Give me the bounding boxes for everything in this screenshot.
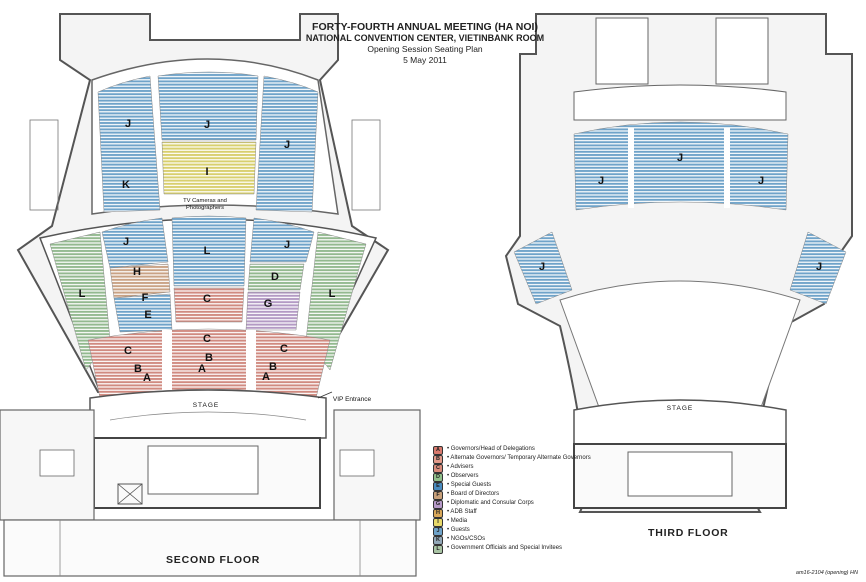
section-letter: B (205, 352, 213, 364)
section-letter: J (758, 175, 764, 187)
legend-code-badge: A (433, 446, 443, 455)
section-letter: D (271, 271, 279, 283)
section-letter: I (205, 166, 208, 178)
third-floor-label: THIRD FLOOR (648, 527, 729, 539)
stage-label: STAGE (193, 402, 220, 409)
title-line-3: Opening Session Seating Plan (367, 44, 483, 54)
section-letter: J (816, 261, 822, 273)
section-letter: C (280, 343, 288, 355)
legend-code-badge: I (433, 518, 443, 527)
legend-item: G • Diplomatic and Consular Corps (433, 500, 613, 509)
legend-code-badge: F (433, 491, 443, 500)
legend-label: • Governors/Head of Delegations (447, 446, 535, 452)
second-floor-section-letters: J J J I K J L J H D L L F C G E C C B B … (79, 118, 336, 384)
section-letter: C (203, 333, 211, 345)
section-letter: C (124, 345, 132, 357)
third-floor-stage-label: STAGE (667, 405, 694, 412)
legend-item: E • Special Guests (433, 482, 613, 491)
legend-item: K • NGOs/CSOs (433, 536, 613, 545)
section-letter: J (284, 239, 290, 251)
legend-item: A • Governors/Head of Delegations (433, 446, 613, 455)
legend-label: • Media (447, 518, 468, 524)
legend-code-badge: D (433, 473, 443, 482)
legend-label: • NGOs/CSOs (447, 536, 486, 542)
legend-label: • Board of Directors (447, 491, 500, 497)
section-letter: F (142, 292, 149, 304)
section-letter: H (133, 266, 141, 278)
third-floor-plan (504, 13, 853, 513)
section-letter: A (198, 363, 206, 375)
vip-entrance-label: VIP Entrance (333, 396, 372, 403)
section-letter: J (125, 118, 131, 130)
legend-item: L • Government Officials and Special Invi… (433, 545, 613, 554)
legend-label: • Alternate Governors/ Temporary Alterna… (447, 455, 591, 461)
section-letter: J (598, 175, 604, 187)
legend-label: • Diplomatic and Consular Corps (447, 500, 534, 506)
legend-item: B • Alternate Governors/ Temporary Altern… (433, 455, 613, 464)
legend-code-badge: C (433, 464, 443, 473)
legend-code-badge: H (433, 509, 443, 518)
legend-label: • Special Guests (447, 482, 492, 488)
legend-label: • Advisers (447, 464, 474, 470)
section-letter: L (329, 288, 336, 300)
title-line-4: 5 May 2011 (403, 55, 447, 65)
legend-item: F • Board of Directors (433, 491, 613, 500)
document-code-note: am16-2104 (opening) HN (795, 570, 858, 576)
section-letter: A (143, 372, 151, 384)
legend-label: • Observers (447, 473, 479, 479)
legend-item: H • ADB Staff (433, 509, 613, 518)
plan-title: FORTY-FOURTH ANNUAL MEETING (HA NOI) NAT… (290, 22, 560, 66)
section-letter: E (144, 309, 151, 321)
section-letter: J (539, 261, 545, 273)
title-line-2: NATIONAL CONVENTION CENTER, VIETINBANK R… (305, 33, 545, 43)
legend-code-badge: B (433, 455, 443, 464)
tv-cameras-note: TV Cameras and Photographers (183, 198, 227, 211)
legend-item: I • Media (433, 518, 613, 527)
legend-label: • Guests (447, 527, 470, 533)
section-letter: L (204, 245, 211, 257)
section-letter: J (204, 119, 210, 131)
section-letter: J (284, 139, 290, 151)
title-line-1: FORTY-FOURTH ANNUAL MEETING (HA NOI) (312, 21, 538, 33)
legend-item: J • Guests (433, 527, 613, 536)
legend-item: C • Advisers (433, 464, 613, 473)
legend-item: D • Observers (433, 473, 613, 482)
legend-code-badge: E (433, 482, 443, 491)
legend-label: • ADB Staff (447, 509, 477, 515)
section-letter: J (677, 152, 683, 164)
second-floor-label: SECOND FLOOR (166, 554, 261, 566)
section-letter: G (264, 298, 273, 310)
third-floor-section-letters: J J J J J (539, 152, 822, 273)
section-letter: C (203, 293, 211, 305)
section-letter: J (123, 236, 129, 248)
legend-code-badge: J (433, 527, 443, 536)
second-floor-plan (0, 13, 421, 577)
section-letter: B (134, 363, 142, 375)
section-letter: A (262, 371, 270, 383)
legend-code-badge: L (433, 545, 443, 554)
section-letter: B (269, 361, 277, 373)
legend-label: • Government Officials and Special Invit… (447, 545, 563, 551)
legend-code-badge: G (433, 500, 443, 509)
legend-code-badge: K (433, 536, 443, 545)
section-letter: K (122, 179, 130, 191)
section-letter: L (79, 288, 86, 300)
